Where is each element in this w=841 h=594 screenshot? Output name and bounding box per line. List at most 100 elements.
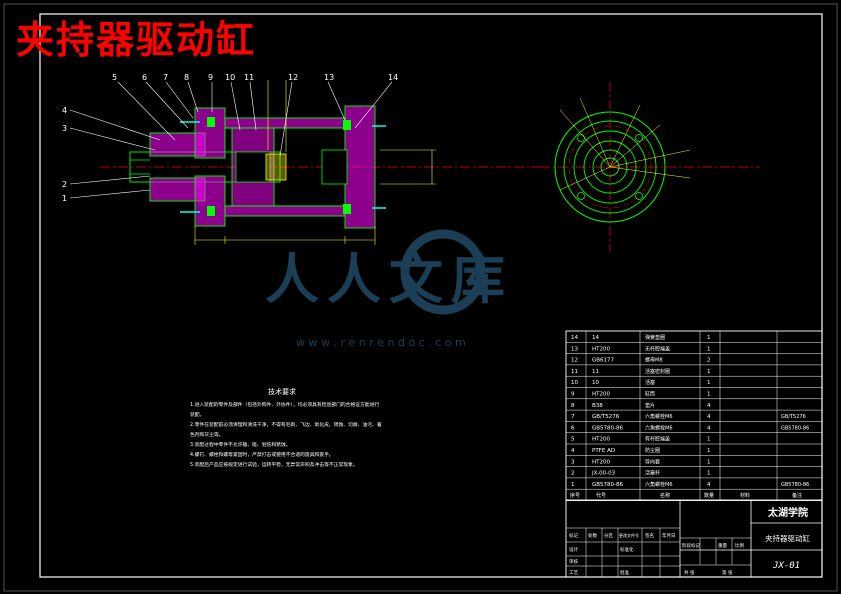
tb-label-stage-mark: 阶段标记 <box>682 542 700 549</box>
tb-label-scale: 比例 <box>735 542 744 549</box>
bom-code: HT200 <box>592 392 610 398</box>
bom-qty: 4 <box>707 414 711 420</box>
bom-no: 11 <box>571 369 578 375</box>
bom-no: 3 <box>571 459 575 465</box>
bom-no: 9 <box>571 392 575 398</box>
bom-no: 12 <box>571 358 578 364</box>
bom-header-cell: 备注 <box>792 492 802 499</box>
tb-label-sheet-total: 共 张 <box>684 569 695 576</box>
watermark: 人人文库 w w w . r e n r e n d o c . c o m <box>265 229 505 349</box>
callout-10: 10 <box>225 73 235 82</box>
bom-code: PTFE AD <box>592 448 615 454</box>
tb-label-review: 审核 <box>569 558 578 565</box>
bom-qty: 1 <box>707 437 711 443</box>
notes-line: 2.零件在装配前必须清理和清洗干净，不得有毛刺、飞边、氧化皮、锈蚀、切屑、油污、… <box>190 421 382 428</box>
bom-code: 11 <box>592 369 599 375</box>
tb-label-design: 设计 <box>569 546 578 553</box>
callout-1: 1 <box>62 194 67 203</box>
bom-name: 弹簧垫圈 <box>645 334 665 341</box>
callout-4: 4 <box>62 106 67 115</box>
bom-qty: 1 <box>707 392 711 398</box>
callout-6: 6 <box>142 73 147 82</box>
bom-qty: 4 <box>707 482 711 488</box>
tb-label-process: 工艺 <box>569 570 578 576</box>
bom-name: 垫片 <box>645 402 655 409</box>
bom-header-cell: 代号 <box>596 492 606 499</box>
watermark-url: w w w . r e n r e n d o c . c o m <box>296 336 466 349</box>
bom-header-cell: 材料 <box>740 492 750 499</box>
callout-8: 8 <box>184 73 189 82</box>
bom-no: 4 <box>571 448 575 454</box>
bom-name: 活塞 <box>645 379 655 386</box>
bom-no: 10 <box>571 380 578 386</box>
bom-code: 14 <box>592 335 599 341</box>
bom-std: GB5780-86 <box>781 482 809 488</box>
school-name: 太湖学院 <box>767 506 808 519</box>
callout-9: 9 <box>208 73 213 82</box>
watermark-logo-icon <box>400 229 486 315</box>
bom-no: 6 <box>571 425 575 431</box>
drawing-number: JX-01 <box>772 561 800 571</box>
bom-std: GB5780-86 <box>781 425 809 431</box>
bom-qty: 1 <box>707 369 711 375</box>
callout-5: 5 <box>112 73 117 82</box>
tb-label-count: 处数 <box>588 532 597 539</box>
bom-code: GB5780-86 <box>592 482 624 488</box>
callout-2: 2 <box>62 180 67 189</box>
notes-heading: 技术要求 <box>268 387 296 396</box>
bom-qty: 1 <box>707 459 711 465</box>
bom-no: 2 <box>571 471 575 477</box>
notes-line: 5.装配后产品应按规定进行试验，运转平稳，无异常声响及冲击等不正常现象。 <box>190 461 358 468</box>
bom-code: B38 <box>592 403 603 409</box>
cylinder-section-view <box>100 80 540 245</box>
bom-name: 导向套 <box>645 458 660 465</box>
callout-11: 11 <box>244 73 254 82</box>
bom-name: 六角螺栓M6 <box>645 413 673 420</box>
notes-line: 3.装配过程中零件不允许磕、碰、划伤和锈蚀。 <box>190 441 291 448</box>
bom-code: JX-00-03 <box>591 471 616 477</box>
bom-name: 活塞杆 <box>645 470 660 477</box>
tb-label-weight: 重量 <box>718 542 727 549</box>
part-name: 夹持器驱动缸 <box>765 533 810 543</box>
bom-code: 10 <box>592 380 599 386</box>
notes-line: 4.螺钉、螺栓和螺母紧固时，严禁打击或使用不合适的旋具和扳手。 <box>190 451 334 458</box>
callout-3: 3 <box>62 124 67 133</box>
bom-name: 防尘圈 <box>645 447 660 454</box>
bom-no: 8 <box>571 403 575 409</box>
bom-name: 六角螺栓M6 <box>645 481 673 488</box>
tb-label-std-check: 标准化 <box>620 546 634 553</box>
sheet-border-outer <box>3 3 838 592</box>
sheet-frame <box>39 13 823 578</box>
bom-header-cell: 名称 <box>660 492 670 499</box>
bom-name: 无杆腔端盖 <box>645 345 670 352</box>
part-callouts: 1 2 3 4 5 6 7 8 9 10 11 12 13 14 <box>62 73 398 203</box>
bom-header-cell: 序号 <box>570 492 580 499</box>
bom-no: 14 <box>571 335 578 341</box>
callout-14: 14 <box>388 73 398 82</box>
bom-name: 有杆腔端盖 <box>645 436 670 443</box>
bom-code: GB5780-86 <box>592 425 624 431</box>
bom-code: GB/T5276 <box>592 414 620 420</box>
bom-name: 六角螺栓M6 <box>645 424 673 431</box>
bom-no: 5 <box>571 437 575 443</box>
bom-qty: 1 <box>707 471 711 477</box>
bom-code: HT200 <box>592 459 610 465</box>
bom-qty: 2 <box>707 358 711 364</box>
tb-label-sign: 签名 <box>645 532 654 539</box>
technical-notes: 技术要求 1.进入装配的零件及部件（包括外购件、外协件），均必须具有检验部门的合… <box>190 387 382 468</box>
bom-qty: 1 <box>707 346 711 352</box>
tb-label-zone: 分区 <box>604 532 613 539</box>
title-block: 太湖学院 夹持器驱动缸 JX-01 标记 处数 分区 更改文件号 签名 年月日 … <box>565 499 823 578</box>
notes-line: 色剂和灰尘等。 <box>190 431 224 438</box>
bom-code: GB6177 <box>592 358 615 364</box>
notes-line: 装配。 <box>190 411 204 418</box>
bom-qty: 1 <box>707 335 711 341</box>
notes-line: 1.进入装配的零件及部件（包括外购件、外协件），均必须具有检验部门的合格证方能进… <box>190 401 379 408</box>
callout-7: 7 <box>163 73 168 82</box>
bom-name: 活塞密封圈 <box>645 368 670 375</box>
tb-label-mark: 标记 <box>569 532 578 539</box>
bom-std: GB/T5276 <box>781 414 806 420</box>
tb-label-change-doc: 更改文件号 <box>619 532 639 538</box>
